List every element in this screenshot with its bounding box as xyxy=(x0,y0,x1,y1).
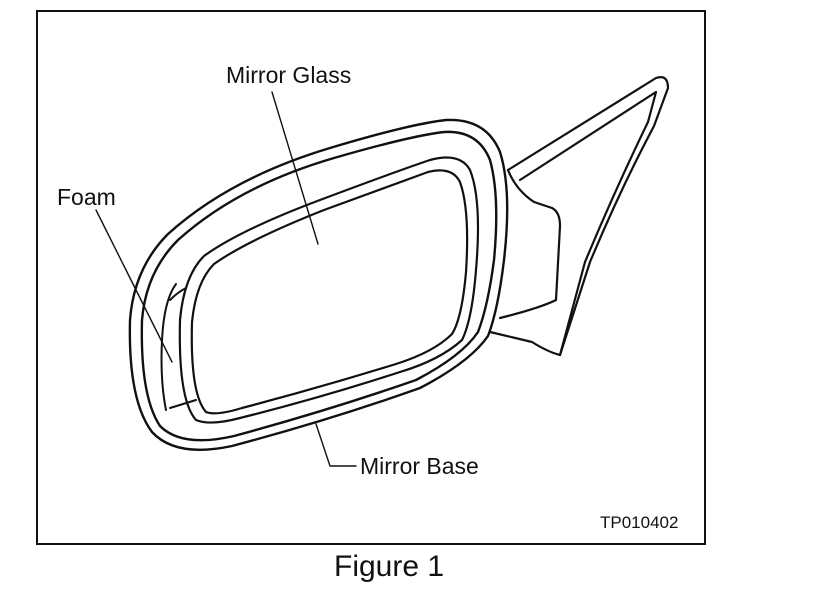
figure-frame xyxy=(36,10,706,545)
mirror-base-label: Mirror Base xyxy=(360,453,479,479)
figure-caption: Figure 1 xyxy=(334,550,445,583)
mirror-housing xyxy=(128,118,509,451)
foam-strip xyxy=(160,283,197,411)
mirror-mount xyxy=(488,76,670,357)
mirror-glass xyxy=(178,156,480,424)
leader-lines xyxy=(95,91,357,467)
foam-label: Foam xyxy=(57,184,116,210)
mirror-glass-label: Mirror Glass xyxy=(226,62,352,88)
mirror-glass-leader xyxy=(271,91,319,245)
figure-code: TP010402 xyxy=(600,513,679,532)
foam-leader xyxy=(95,209,173,363)
mirror-base-leader xyxy=(315,423,357,467)
